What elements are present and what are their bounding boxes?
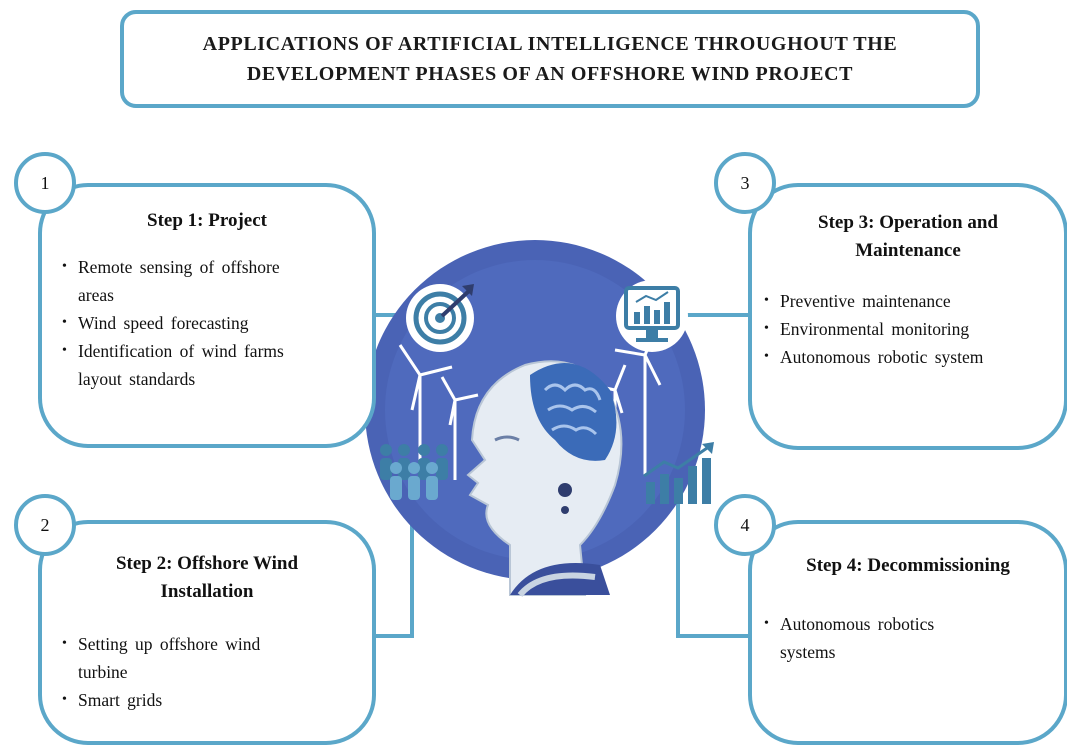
step-1-card: Step 1: Project Remote sensing of offsho… <box>38 183 376 448</box>
step-3-card: Step 3: Operation and Maintenance Preven… <box>748 183 1067 450</box>
monitor-chart-icon <box>616 280 688 352</box>
title-box: APPLICATIONS OF ARTIFICIAL INTELLIGENCE … <box>120 10 980 108</box>
step-3-list: Preventive maintenance Environmental mon… <box>762 287 1064 371</box>
list-item: Environmental monitoring <box>762 315 1064 343</box>
connector-step2-h <box>372 634 414 638</box>
target-icon <box>406 284 474 352</box>
step-1-title: Step 1: Project <box>147 210 267 231</box>
wind-turbine-icon <box>398 344 479 480</box>
connector-step2-v <box>410 500 414 638</box>
list-item: Smart grids <box>60 686 372 714</box>
ai-robot-head-illustration <box>466 360 623 597</box>
step-2-card: Step 2: Offshore Wind Installation Setti… <box>38 520 376 745</box>
people-group-icon <box>380 444 448 500</box>
title-line-2: DEVELOPMENT PHASES OF AN OFFSHORE WIND P… <box>246 63 854 85</box>
step-2-number: 2 <box>14 494 76 556</box>
connector-step3 <box>686 313 752 317</box>
step-3-title: Step 3: Operation and Maintenance <box>818 212 998 261</box>
step-1-number: 1 <box>14 152 76 214</box>
list-item: Autonomous robotic system <box>762 343 1064 371</box>
connector-step4-v <box>676 500 680 638</box>
growth-chart-icon <box>643 442 714 504</box>
list-item: Preventive maintenance <box>762 287 1064 315</box>
list-item: Wind speed forecasting <box>60 309 372 337</box>
step-4-card: Step 4: Decommissioning Autonomous robot… <box>748 520 1067 745</box>
title-line-1: APPLICATIONS OF ARTIFICIAL INTELLIGENCE … <box>202 33 898 55</box>
step-3-number: 3 <box>714 152 776 214</box>
step-4-title: Step 4: Decommissioning <box>806 555 1010 576</box>
step-2-title: Step 2: Offshore Wind Installation <box>115 553 299 602</box>
connector-step4-h <box>676 634 752 638</box>
step-4-number: 4 <box>714 494 776 556</box>
